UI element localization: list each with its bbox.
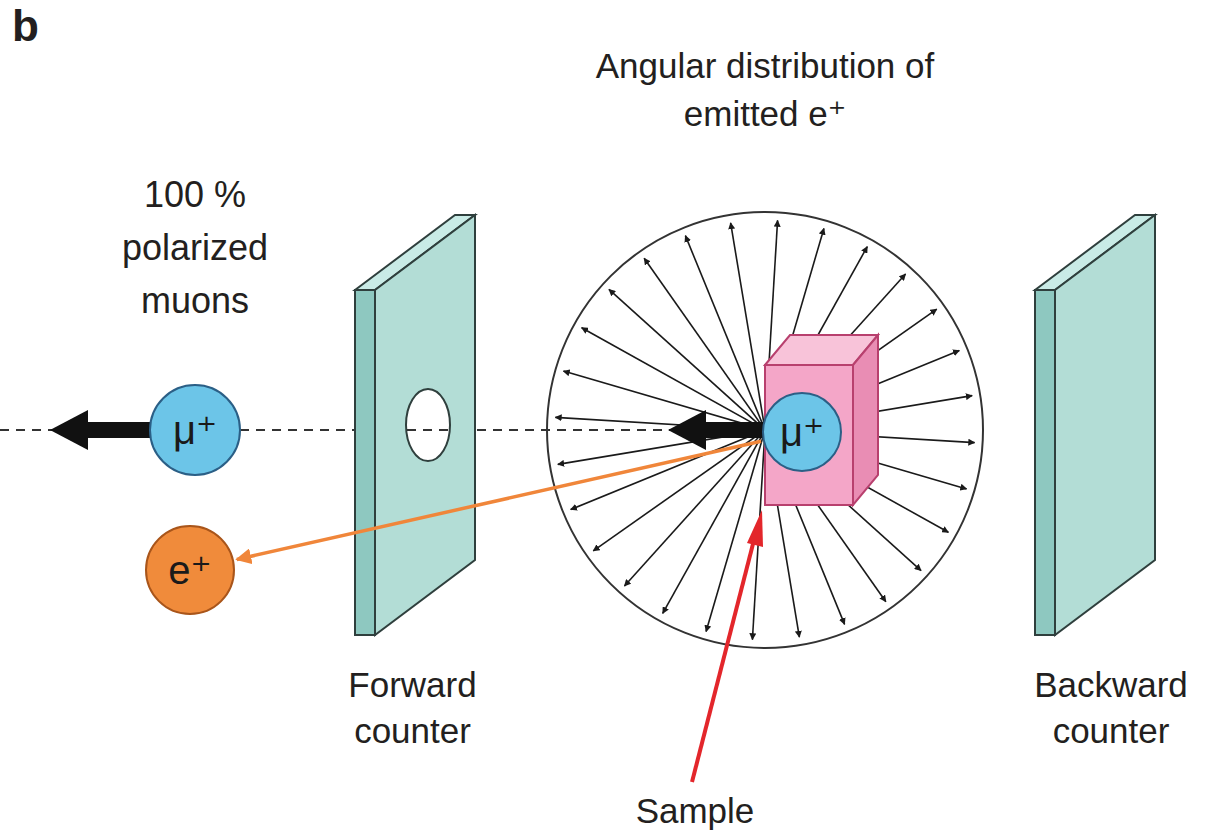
emission-arrow — [609, 289, 765, 430]
plate-edge — [1035, 290, 1055, 635]
counter-label: Forward counter — [305, 662, 520, 754]
counter-label: Backward counter — [1018, 662, 1204, 754]
plate-hole — [406, 389, 450, 461]
emission-arrow — [706, 430, 765, 632]
spin-arrow-shaft — [82, 422, 150, 438]
sample-pointer — [692, 510, 763, 782]
positron-track — [237, 441, 761, 559]
emission-arrow — [582, 328, 765, 430]
particle-symbol: e⁺ — [168, 550, 211, 590]
panel-letter: b — [12, 0, 72, 52]
emission-arrow — [685, 236, 765, 430]
emission-arrow — [663, 430, 765, 613]
emission-arrow — [563, 371, 765, 430]
spin-arrow-head — [50, 410, 88, 450]
muon-circle: μ⁺ — [149, 384, 241, 476]
plate-face — [375, 215, 475, 635]
sample-cube — [765, 335, 878, 505]
particle-symbol: μ⁺ — [173, 410, 217, 450]
emission-arrow — [731, 223, 765, 430]
spin-arrow-head — [668, 410, 706, 450]
beam-line — [477, 429, 765, 431]
emission-arrow — [555, 417, 765, 430]
positron-circle: e⁺ — [145, 525, 235, 615]
beam-caption: 100 % polarized muons — [85, 168, 305, 327]
cube-side — [853, 335, 878, 505]
forward-counter-plate — [355, 215, 475, 635]
particle-symbol: μ⁺ — [780, 412, 824, 452]
distribution-caption: Angular distribution of emitted e⁺ — [560, 42, 970, 138]
pointer-head — [747, 510, 763, 547]
emission-arrow — [624, 430, 765, 586]
muon-circle: μ⁺ — [762, 392, 842, 472]
spin-arrow-shaft — [700, 422, 766, 438]
beam-line — [407, 429, 449, 431]
backward-counter-plate — [1035, 215, 1155, 635]
emission-arrow — [571, 430, 765, 510]
emission-arrows — [555, 220, 974, 639]
sample-label: Sample — [620, 790, 770, 832]
spin-arrow — [50, 410, 150, 450]
plate-face — [1055, 215, 1155, 635]
pointer-line — [692, 540, 754, 782]
plate-edge — [355, 290, 375, 635]
